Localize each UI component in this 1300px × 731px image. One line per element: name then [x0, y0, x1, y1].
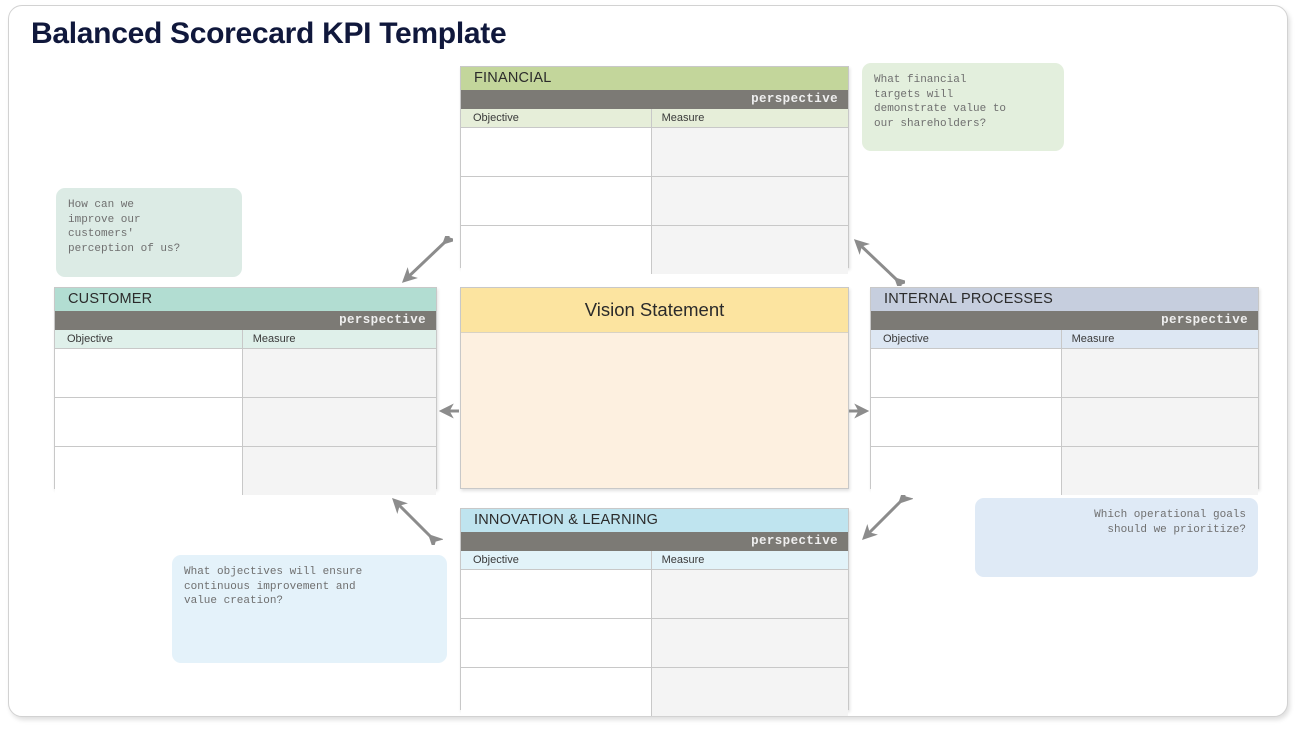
- cell-objective[interactable]: [461, 177, 651, 225]
- cell-measure[interactable]: [1060, 349, 1258, 397]
- arrow-vision-internal-icon: [849, 403, 870, 419]
- column-header-measure: Measure: [650, 551, 848, 569]
- table-row[interactable]: [55, 349, 436, 398]
- cell-objective[interactable]: [461, 619, 651, 667]
- cell-measure[interactable]: [650, 619, 848, 667]
- table-row[interactable]: [55, 447, 436, 495]
- card-innovation-learning-perspective-label: perspective: [461, 532, 848, 551]
- table-row[interactable]: [871, 349, 1258, 398]
- column-header-objective: Objective: [473, 112, 519, 124]
- card-internal-processes-column-headers: Objective Measure: [871, 330, 1258, 349]
- card-innovation-learning-column-headers: Objective Measure: [461, 551, 848, 570]
- card-financial-column-headers: Objective Measure: [461, 109, 848, 128]
- cell-objective[interactable]: [871, 398, 1061, 446]
- arrow-innovation-internal-icon: [862, 495, 913, 540]
- card-customer-column-headers: Objective Measure: [55, 330, 436, 349]
- cell-objective[interactable]: [461, 570, 651, 618]
- column-header-measure: Measure: [241, 330, 436, 348]
- card-customer-title: CUSTOMER: [55, 288, 436, 311]
- card-financial-perspective-label: perspective: [461, 90, 848, 109]
- cell-measure[interactable]: [241, 349, 436, 397]
- table-row[interactable]: [871, 398, 1258, 447]
- card-financial[interactable]: FINANCIAL perspective Objective Measure: [460, 66, 849, 274]
- cell-objective[interactable]: [55, 447, 242, 495]
- table-row[interactable]: [55, 398, 436, 447]
- callout-customer-question: How can we improve our customers' percep…: [56, 188, 242, 277]
- cell-measure[interactable]: [650, 226, 848, 274]
- table-row[interactable]: [461, 177, 848, 226]
- callout-internal-processes-question: Which operational goals should we priori…: [975, 498, 1258, 577]
- card-internal-processes-title: INTERNAL PROCESSES: [871, 288, 1258, 311]
- cell-objective[interactable]: [461, 668, 651, 716]
- column-header-measure: Measure: [650, 109, 848, 127]
- table-row[interactable]: [461, 128, 848, 177]
- cell-objective[interactable]: [871, 349, 1061, 397]
- card-innovation-learning[interactable]: INNOVATION & LEARNING perspective Object…: [460, 508, 849, 716]
- cell-measure[interactable]: [1060, 398, 1258, 446]
- card-innovation-learning-title: INNOVATION & LEARNING: [461, 509, 848, 532]
- cell-objective[interactable]: [871, 447, 1061, 495]
- table-row[interactable]: [461, 226, 848, 274]
- cell-measure[interactable]: [650, 128, 848, 176]
- page-frame: Balanced Scorecard KPI Template FINANCIA…: [8, 5, 1288, 717]
- card-internal-processes[interactable]: INTERNAL PROCESSES perspective Objective…: [870, 287, 1259, 495]
- card-vision-statement[interactable]: Vision Statement: [460, 287, 849, 489]
- table-row[interactable]: [461, 570, 848, 619]
- cell-measure[interactable]: [241, 447, 436, 495]
- cell-objective[interactable]: [55, 349, 242, 397]
- callout-innovation-question: What objectives will ensure continuous i…: [172, 555, 447, 663]
- cell-objective[interactable]: [461, 128, 651, 176]
- page-title: Balanced Scorecard KPI Template: [31, 17, 507, 50]
- cell-measure[interactable]: [650, 668, 848, 716]
- column-header-objective: Objective: [67, 333, 113, 345]
- table-row[interactable]: [461, 619, 848, 668]
- arrow-innovation-customer-icon: [392, 498, 443, 545]
- vision-statement-body[interactable]: [461, 333, 848, 533]
- card-internal-processes-perspective-label: perspective: [871, 311, 1258, 330]
- cell-objective[interactable]: [461, 226, 651, 274]
- vision-statement-title: Vision Statement: [461, 288, 848, 333]
- arrow-financial-customer-icon: [401, 236, 453, 283]
- card-customer-perspective-label: perspective: [55, 311, 436, 330]
- column-header-objective: Objective: [883, 333, 929, 345]
- cell-measure[interactable]: [1060, 447, 1258, 495]
- callout-financial-question: What financial targets will demonstrate …: [862, 63, 1064, 151]
- column-header-objective: Objective: [473, 554, 519, 566]
- table-row[interactable]: [871, 447, 1258, 495]
- cell-objective[interactable]: [55, 398, 242, 446]
- arrow-financial-internal-icon: [853, 239, 905, 286]
- cell-measure[interactable]: [650, 177, 848, 225]
- table-row[interactable]: [461, 668, 848, 716]
- column-header-measure: Measure: [1060, 330, 1258, 348]
- arrow-vision-customer-icon: [438, 403, 459, 419]
- cell-measure[interactable]: [650, 570, 848, 618]
- cell-measure[interactable]: [241, 398, 436, 446]
- card-financial-title: FINANCIAL: [461, 67, 848, 90]
- card-customer[interactable]: CUSTOMER perspective Objective Measure: [54, 287, 437, 495]
